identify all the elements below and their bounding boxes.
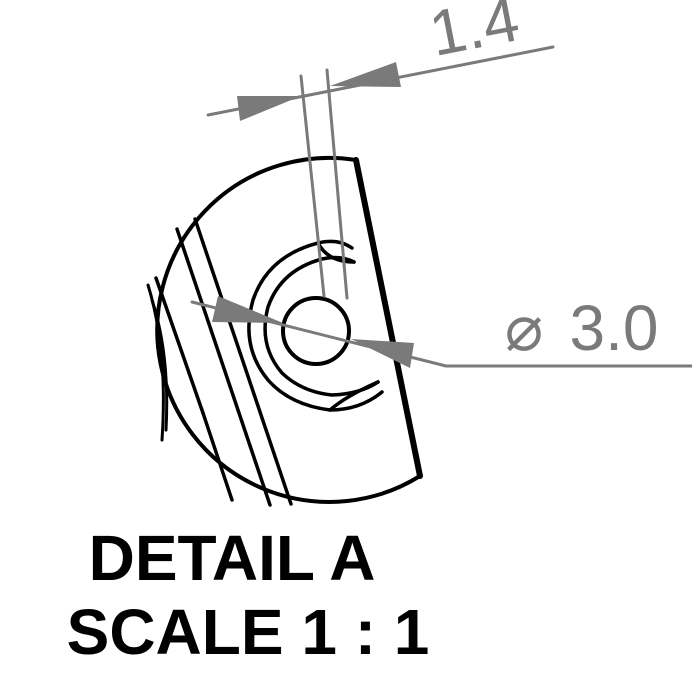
arrowhead-1-4-right [330,62,401,87]
detail-boundary-arc [155,155,422,504]
extension-line-left [299,74,326,298]
detail-scale: SCALE 1 : 1 [66,596,430,668]
slot-feature [247,239,384,412]
cut-edge [353,157,423,479]
dimension-label-diameter: 3.0 [570,292,659,364]
center-hole [281,296,351,366]
arrowhead-diameter-inner [351,339,414,368]
detail-title: DETAIL A [88,522,376,594]
dimension-label-1-4: 1.4 [424,0,525,70]
extension-line-right [325,68,349,300]
diagonal-groove [154,217,293,507]
diameter-symbol: ⌀ [505,292,544,364]
left-edge-detail [146,283,169,442]
part-outline [146,155,423,507]
arrowhead-diameter-outer [212,296,283,323]
arrowhead-1-4-left [237,96,301,121]
arrowheads [212,62,414,368]
